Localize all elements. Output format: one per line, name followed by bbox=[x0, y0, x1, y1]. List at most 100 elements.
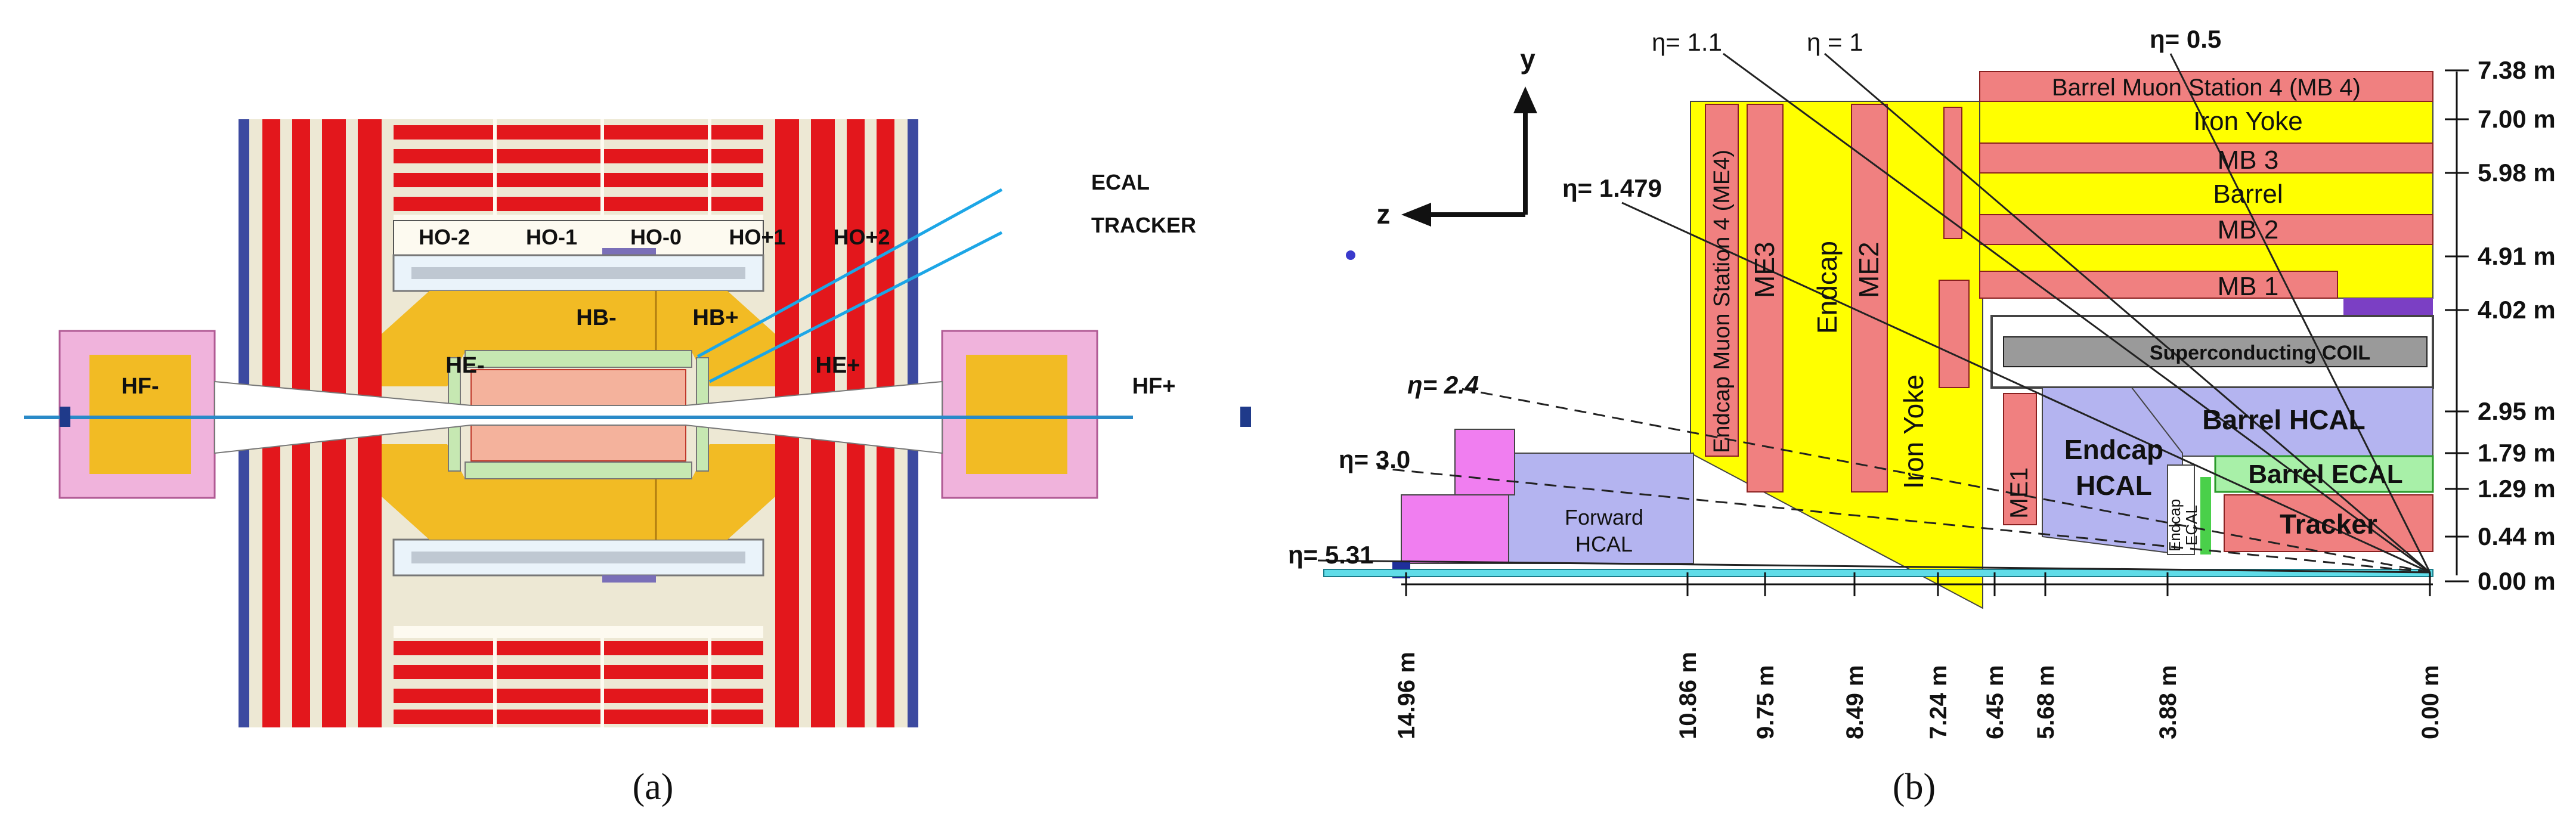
hb-plus-label: HB+ bbox=[692, 305, 738, 330]
forward-hcal-label-2: HCAL bbox=[1575, 532, 1633, 556]
tracker-pointer-line bbox=[708, 231, 1003, 383]
coil-bottom-windings bbox=[411, 552, 745, 563]
z-axis-label: z bbox=[1377, 199, 1391, 230]
coil-label: Superconducting COIL bbox=[2150, 342, 2370, 364]
z-tick-label: 10.86 m bbox=[1675, 652, 1701, 739]
me1-upper bbox=[1939, 280, 1970, 388]
iron-yoke-top-label: Iron Yoke bbox=[2193, 107, 2303, 136]
radial-tick-label: 4.02 m bbox=[2478, 296, 2556, 324]
eta-0-5-label: η= 0.5 bbox=[2150, 25, 2221, 53]
radial-tick-label: 1.79 m bbox=[2478, 439, 2556, 467]
endcap-ecal-block bbox=[2167, 464, 2195, 555]
eta-5-31-label: η= 5.31 bbox=[1288, 541, 1374, 569]
me1-top bbox=[1943, 107, 1962, 239]
barrel-yoke-bottom bbox=[394, 626, 763, 724]
eta-1-479-label: η= 1.479 bbox=[1562, 174, 1662, 202]
ho-label-minus-2: HO-2 bbox=[419, 225, 470, 249]
hcal-top bbox=[382, 291, 775, 386]
panel-a-caption: (a) bbox=[633, 767, 674, 807]
y-axis-label: y bbox=[1520, 44, 1535, 75]
ho-label-plus-2: HO+2 bbox=[833, 225, 890, 249]
me4-label: Endcap Muon Station 4 (ME4) bbox=[1710, 150, 1735, 453]
coil-top-windings bbox=[411, 267, 745, 279]
forward-hcal-label-1: Forward bbox=[1565, 505, 1643, 529]
me4-chamber bbox=[1705, 104, 1739, 457]
radial-tick-label: 5.98 m bbox=[2478, 159, 2556, 187]
endcap-hcal-label-2: HCAL bbox=[2076, 470, 2152, 501]
ecal-barrel-top bbox=[465, 350, 692, 368]
endcap-ecal-edge bbox=[2200, 477, 2211, 555]
z-tick-label: 7.24 m bbox=[1925, 665, 1952, 739]
endcap-ecal-label-1: Endcap bbox=[2166, 499, 2184, 552]
forward-shield bbox=[1401, 494, 1509, 564]
hf-minus-label: HF- bbox=[121, 374, 159, 399]
radial-tick-label: 0.00 m bbox=[2478, 567, 2556, 595]
endcap-hcal-label-1: Endcap bbox=[2064, 434, 2163, 465]
ecal-label: ECAL bbox=[1091, 170, 1150, 194]
me2-label: ME2 bbox=[1853, 241, 1884, 298]
mb1-label: MB 1 bbox=[2218, 272, 2279, 301]
axes-indicator bbox=[1346, 86, 1537, 260]
z-tick-label: 9.75 m bbox=[1753, 665, 1779, 739]
endcap-ecal-label-2: ECAL bbox=[2182, 505, 2200, 546]
mb4-chamber bbox=[1979, 71, 2433, 102]
beam-end-right bbox=[1240, 407, 1251, 427]
beam-pipe bbox=[24, 416, 1133, 419]
beam-line bbox=[1323, 569, 2433, 577]
barrel-yoke-region bbox=[1979, 71, 2433, 299]
ho-0-marker-bottom bbox=[602, 575, 656, 583]
hf-plus-block bbox=[941, 330, 1098, 499]
me3-chamber bbox=[1747, 104, 1784, 492]
wheel-separators bbox=[493, 119, 711, 727]
me1-label: ME1 bbox=[2005, 467, 2033, 519]
iron-yoke-vertical-label: Iron Yoke bbox=[1898, 374, 1929, 489]
ho-label-minus-1: HO-1 bbox=[526, 225, 577, 249]
radial-tick-label: 0.44 m bbox=[2478, 522, 2556, 550]
barrel-ecal-label: Barrel ECAL bbox=[2248, 460, 2402, 489]
hb-minus-label: HB- bbox=[576, 305, 617, 330]
tracker-volume-bottom bbox=[470, 425, 686, 461]
forward-hcal-block bbox=[1508, 453, 1694, 564]
ecal-barrel-bottom bbox=[465, 461, 692, 479]
ho-0-marker bbox=[602, 248, 656, 255]
tracker-label: TRACKER bbox=[1091, 213, 1196, 237]
radial-tick-label: 2.95 m bbox=[2478, 397, 2556, 425]
endcap-vertical-label: Endcap bbox=[1812, 241, 1843, 334]
radial-ticks: 7.38 m7.00 m5.98 m4.91 m4.02 m2.95 m1.79… bbox=[2445, 56, 2556, 595]
barrel-ecal-block bbox=[2214, 455, 2434, 493]
mb4-label: Barrel Muon Station 4 (MB 4) bbox=[2052, 75, 2361, 101]
radial-tick-label: 4.91 m bbox=[2478, 242, 2556, 270]
hf-plus-label: HF+ bbox=[1132, 374, 1176, 399]
hf-minus-block bbox=[58, 330, 216, 499]
me1-chamber bbox=[2003, 393, 2037, 525]
barrel-yoke-top bbox=[394, 125, 763, 227]
tracker-block bbox=[2224, 494, 2433, 552]
mb3-label: MB 3 bbox=[2218, 145, 2279, 175]
barrel-label: Barrel bbox=[2213, 179, 2283, 209]
radial-tick-label: 1.29 m bbox=[2478, 475, 2556, 503]
ho-strip bbox=[393, 220, 764, 256]
eta-1-1-label: η= 1.1 bbox=[1652, 28, 1722, 56]
tracker-volume-top bbox=[470, 369, 686, 406]
eta-2-4-label: η= 2.4 bbox=[1407, 371, 1479, 399]
he-minus-label: HE- bbox=[445, 353, 484, 378]
he-plus-label: HE+ bbox=[816, 353, 860, 378]
origin-dot bbox=[1346, 250, 1355, 260]
mb2-label: MB 2 bbox=[2218, 215, 2279, 244]
ecal-pointer-line bbox=[696, 188, 1003, 358]
eta-lines bbox=[1317, 52, 2431, 574]
forward-shield-upper bbox=[1454, 429, 1515, 495]
panel-b-caption: (b) bbox=[1893, 767, 1936, 807]
ho-label-plus-1: HO+1 bbox=[729, 225, 785, 249]
barrel-hcal-label: Barrel HCAL bbox=[2202, 404, 2366, 435]
coil-bar bbox=[2003, 336, 2428, 367]
z-tick-label: 6.45 m bbox=[1982, 665, 2008, 739]
hcal-bottom bbox=[382, 444, 775, 540]
radial-tick-label: 7.00 m bbox=[2478, 105, 2556, 133]
ho-label-0: HO-0 bbox=[630, 225, 682, 249]
mb1-chamber bbox=[1979, 271, 2338, 299]
tracker-label-b: Tracker bbox=[2280, 509, 2377, 540]
z-tick-label: 14.96 m bbox=[1394, 652, 1420, 739]
